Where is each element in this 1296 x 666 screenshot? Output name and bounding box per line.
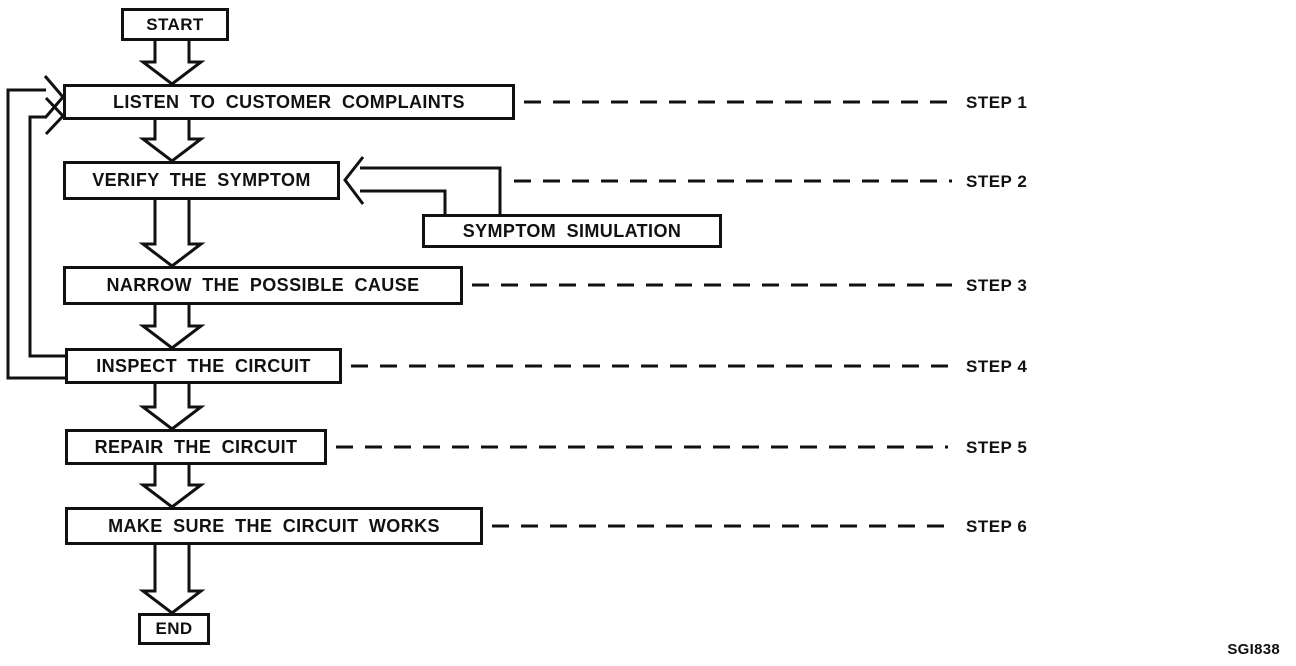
step-label-1: STEP 1 (966, 93, 1028, 112)
flow-arrow-inspect-repair (138, 384, 206, 431)
node-listen-to-customer-complaints: LISTEN TO CUSTOMER COMPLAINTS (63, 84, 515, 120)
step-label-6: STEP 6 (966, 517, 1028, 536)
step-label-4: STEP 4 (966, 357, 1028, 376)
node-verify-the-symptom: VERIFY THE SYMPTOM (63, 161, 340, 200)
feedback-line-outer (6, 88, 65, 380)
flow-arrow-verify-narrow (138, 200, 206, 268)
flow-arrow-start-listen (138, 41, 206, 86)
flow-arrow-listen-verify (138, 120, 206, 163)
flow-arrow-makesure-end (138, 545, 206, 615)
flow-arrow-narrow-inspect (138, 305, 206, 350)
figure-code: SGI838 (1227, 641, 1280, 658)
step-label-2: STEP 2 (966, 172, 1028, 191)
node-start: START (121, 8, 229, 41)
flow-arrow-repair-makesure (138, 465, 206, 509)
feedback-line-inner (28, 115, 65, 358)
node-narrow-the-possible-cause: NARROW THE POSSIBLE CAUSE (63, 266, 463, 305)
symptom-shaft-bottom (360, 189, 447, 214)
node-end: END (138, 613, 210, 645)
node-symptom-simulation: SYMPTOM SIMULATION (422, 214, 722, 248)
symptom-arrowhead-icon (343, 156, 365, 205)
step-label-5: STEP 5 (966, 438, 1028, 457)
step-label-3: STEP 3 (966, 276, 1028, 295)
node-inspect-the-circuit: INSPECT THE CIRCUIT (65, 348, 342, 384)
symptom-shaft-top (360, 166, 502, 214)
node-make-sure-the-circuit-works: MAKE SURE THE CIRCUIT WORKS (65, 507, 483, 545)
node-repair-the-circuit: REPAIR THE CIRCUIT (65, 429, 327, 465)
